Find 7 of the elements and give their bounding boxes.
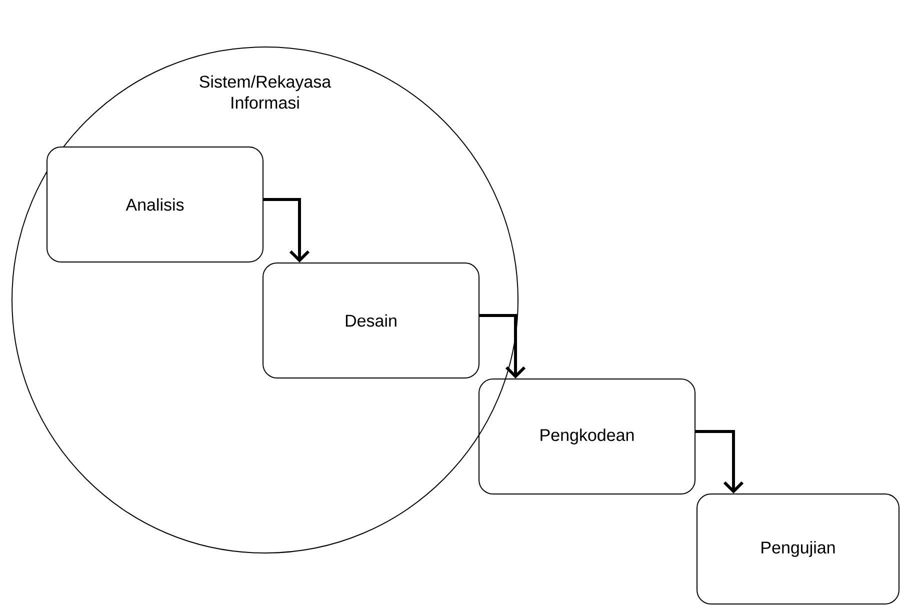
process-box: Pengkodean — [478, 378, 696, 494]
process-box: Desain — [262, 262, 480, 378]
bent-arrow — [480, 314, 526, 378]
process-box: Pengujian — [696, 494, 900, 604]
bent-arrow — [264, 198, 310, 262]
bent-arrow — [696, 430, 744, 494]
process-box: Analisis — [46, 146, 264, 262]
